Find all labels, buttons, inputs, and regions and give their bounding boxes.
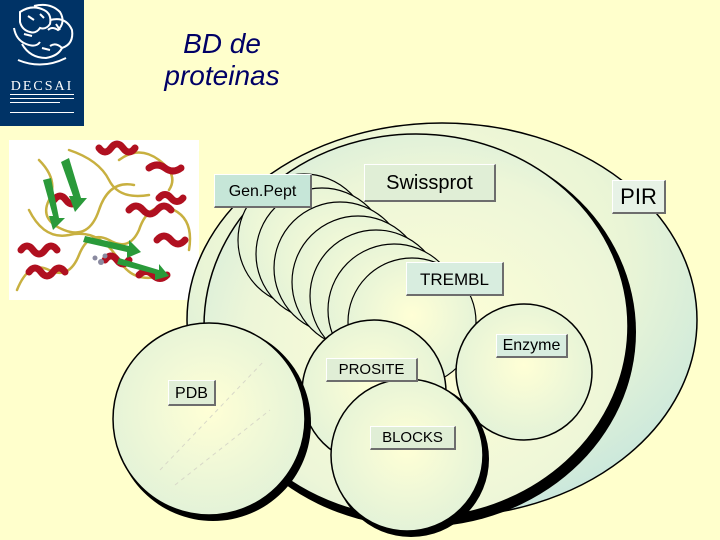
blocks-label: BLOCKS [370, 426, 456, 450]
protein-structure-image [9, 140, 199, 300]
logo-graphic: DECSAI [10, 3, 74, 113]
university-logo: DECSAI [0, 0, 84, 126]
swissprot-label: Swissprot [364, 164, 496, 202]
page-title: BD de proteinas [138, 28, 306, 92]
pdb-label: PDB [168, 380, 216, 406]
enzyme-label: Enzyme [496, 334, 568, 358]
page-title-line-1: BD de [183, 28, 261, 59]
blocks-circle [330, 378, 484, 532]
logo-text: DECSAI [11, 79, 74, 94]
pdb-circle [112, 322, 306, 516]
trembl-label: TREMBL [406, 262, 504, 296]
genpept-label: Gen.Pept [214, 174, 312, 208]
pir-label: PIR [612, 180, 666, 214]
page-title-line-2: proteinas [164, 60, 280, 91]
prosite-label: PROSITE [326, 358, 418, 382]
